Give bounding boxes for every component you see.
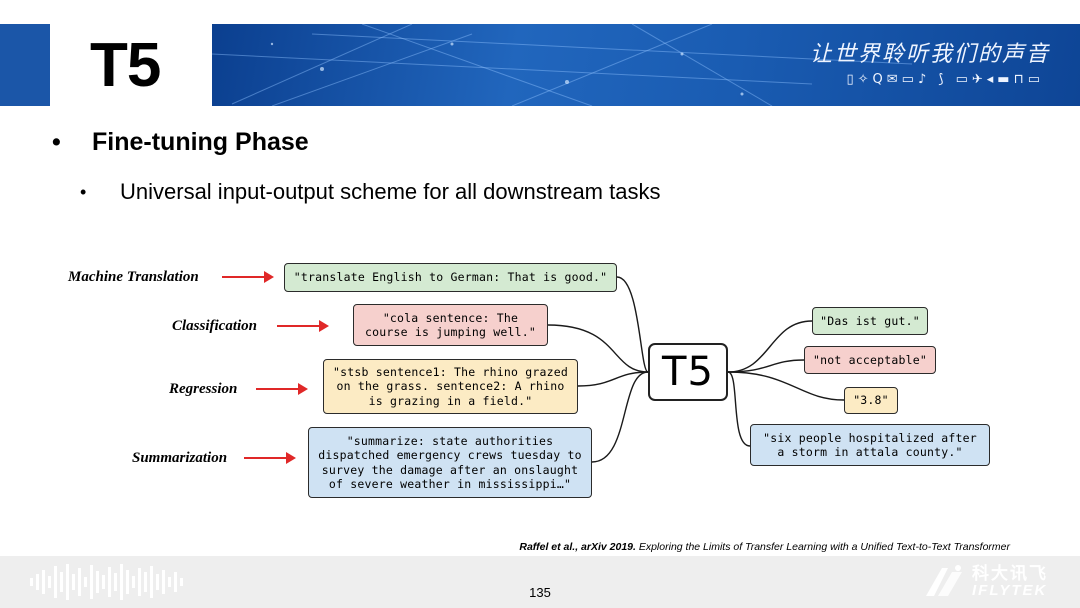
header-accent-stripe [0,24,50,106]
arrow-translation [222,271,274,283]
connector-summarization [591,371,649,463]
banner-decoration-graphic [212,24,913,106]
task-label-regression: Regression [169,381,238,397]
bullet-marker: • [52,128,61,156]
task-label-summarization: Summarization [132,450,228,466]
arrow-regression [256,383,308,395]
connector-out-summary [727,371,751,447]
connector-out-score [727,371,845,401]
connector-out-acceptable [727,359,805,373]
task-label-translation: Machine Translation [68,269,199,285]
page-number: 135 [529,585,551,600]
bullet-level1: • Fine-tuning Phase [52,128,309,157]
input-box-summarization: "summarize: state authorities dispatched… [308,427,592,498]
bullet-level2-text: Universal input-output scheme for all do… [120,179,661,204]
connector-translation [616,276,649,373]
slogan-text: 让世界聆听我们的声音 [809,42,1050,67]
output-box-summary: "six people hospitalized after a storm i… [750,424,990,466]
input-box-translation: "translate English to German: That is go… [284,263,617,292]
logo-english-text: IFLYTEK [972,582,1048,599]
logo-chinese-text: 科大讯飞 [972,564,1048,584]
arrow-summarization [244,452,296,464]
t5-model-box: T5 [648,343,728,401]
bullet-level1-text: Fine-tuning Phase [92,128,309,156]
header-banner: 让世界聆听我们的声音 ▯✧Q✉▭♪ ⟆ ▭✈◂▬⊓▭ [212,24,1080,106]
citation: Raffel et al., arXiv 2019. Exploring the… [519,541,1010,553]
task-label-classification: Classification [172,318,258,334]
media-icons-row: ▯✧Q✉▭♪ ⟆ ▭✈◂▬⊓▭ [846,72,1044,87]
bullet-level2: • Universal input-output scheme for all … [80,179,660,205]
output-box-acceptable: "not acceptable" [804,346,936,374]
output-box-german: "Das ist gut." [812,307,928,335]
citation-title: Exploring the Limits of Transfer Learnin… [638,541,1010,553]
input-box-regression: "stsb sentence1: The rhino grazed on the… [323,359,578,414]
slide-header: T5 让世界聆听我们的声音 ▯✧Q✉▭♪ ⟆ ▭✈◂▬⊓▭ [0,24,1080,106]
iflytek-logo: 科大讯飞 IFLYTEK [922,562,1048,602]
arrow-classification [277,320,329,332]
citation-authors: Raffel et al., arXiv 2019. [519,541,636,553]
bullet-marker: • [80,181,87,202]
soundwave-icon [30,564,183,600]
connector-out-german [727,320,813,373]
slide-title: T5 [90,31,161,100]
iflytek-logo-icon [926,565,962,596]
input-box-classification: "cola sentence: The course is jumping we… [353,304,548,346]
title-box: T5 [50,24,212,106]
connector-regression [577,371,649,387]
output-box-score: "3.8" [844,387,898,414]
